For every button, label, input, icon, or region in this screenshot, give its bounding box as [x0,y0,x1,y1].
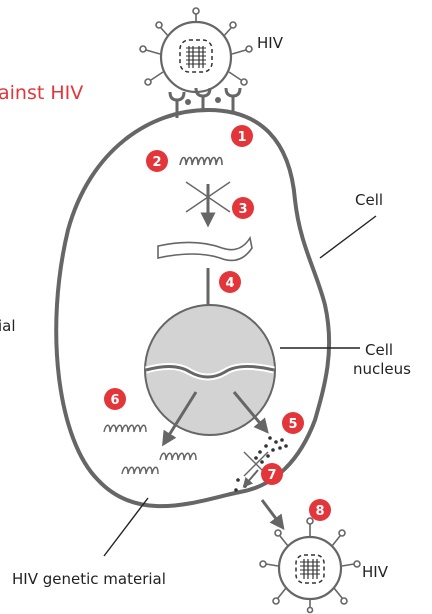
title-fragment: ainst HIV [0,82,83,104]
step-badge-4: 4 [219,271,241,293]
step-badge-7: 7 [261,463,283,485]
hiv-label-top: HIV [257,34,284,52]
step-badge-2: 2 [146,150,168,172]
hiv-label-bottom: HIV [362,563,389,581]
svg-text:4: 4 [225,276,234,291]
nucleus-label-line2: nucleus [353,360,411,378]
svg-text:6: 6 [110,393,119,408]
step-badge-1: 1 [231,125,253,147]
svg-text:5: 5 [288,417,297,432]
genetic-material-label: HIV genetic material [12,570,166,588]
left-cut-label: ial [0,317,16,335]
genetic-material-leader-line [104,498,148,556]
svg-text:7: 7 [267,468,276,483]
svg-text:1: 1 [237,130,246,145]
cell-leader-line [320,216,376,258]
svg-text:8: 8 [315,504,324,519]
arrow-budding [262,500,280,524]
step-badge-6: 6 [104,388,126,410]
nucleus-label-line1: Cell [365,341,393,359]
step-badge-3: 3 [232,197,254,219]
step-badge-5: 5 [282,412,304,434]
step-badge-8: 8 [309,499,331,521]
cell-label: Cell [355,191,383,209]
svg-text:2: 2 [152,155,161,170]
hiv-virus-icon-bottom [260,518,360,613]
hiv-virus-icon-top [140,8,252,92]
svg-text:3: 3 [238,202,247,217]
